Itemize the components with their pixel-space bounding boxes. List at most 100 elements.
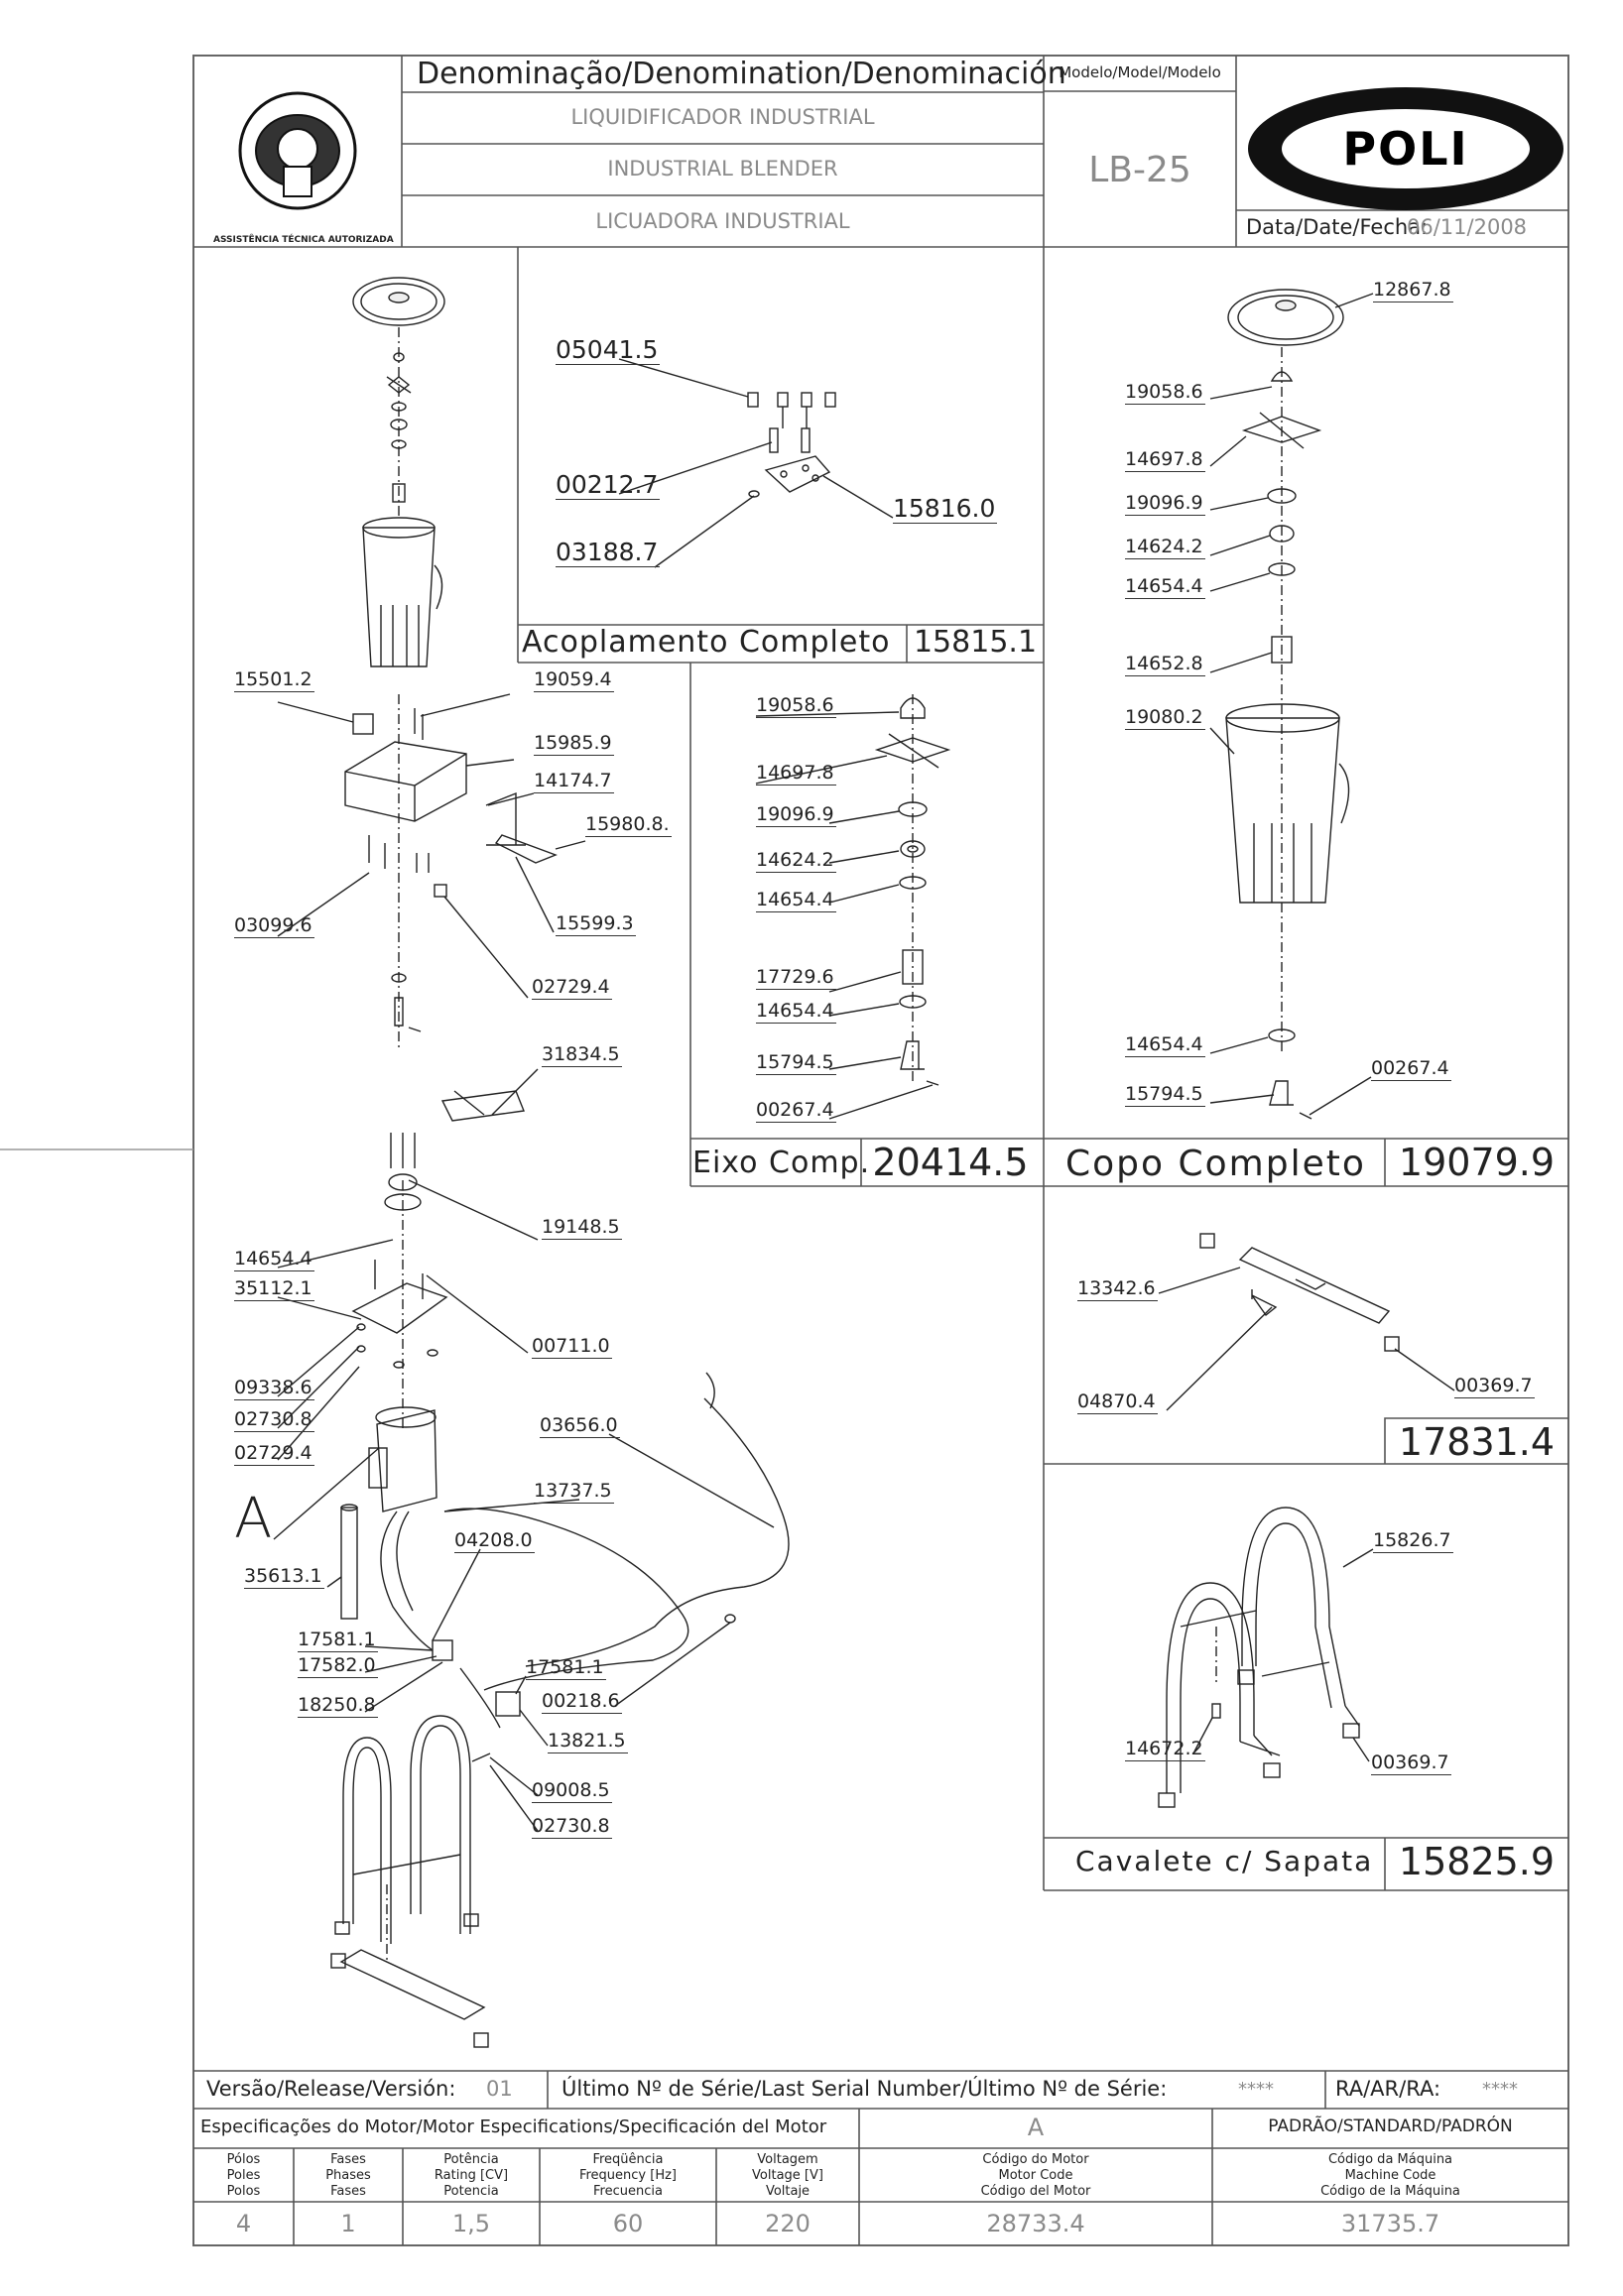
product-name-pt: LIQUIDIFICADOR INDUSTRIAL bbox=[570, 105, 875, 129]
part-label: 17582.0 bbox=[298, 1654, 378, 1678]
part-label: 14624.2 bbox=[756, 849, 836, 873]
part-label: 19096.9 bbox=[756, 803, 836, 827]
service-badge-text: ASSISTÊNCIA TÉCNICA AUTORIZADA bbox=[213, 235, 394, 245]
part-label: 03099.6 bbox=[234, 914, 314, 938]
part-label: 19059.4 bbox=[534, 668, 614, 692]
part-label: 17581.1 bbox=[526, 1656, 606, 1680]
part-label: 00369.7 bbox=[1454, 1375, 1535, 1398]
part-label: 14652.8 bbox=[1125, 653, 1205, 676]
part-label: 09338.6 bbox=[234, 1377, 314, 1400]
part-label: 35613.1 bbox=[244, 1565, 324, 1589]
assembly-name-copo: Copo Completo bbox=[1065, 1144, 1366, 1184]
part-label: 00711.0 bbox=[532, 1335, 612, 1359]
part-label: 09008.5 bbox=[532, 1779, 612, 1803]
part-label: 04870.4 bbox=[1077, 1390, 1158, 1414]
part-label: 00267.4 bbox=[756, 1099, 836, 1123]
motor-spec-label: Especificações do Motor/Motor Especifica… bbox=[200, 2116, 827, 2137]
part-label: 14654.4 bbox=[756, 889, 836, 912]
serial-value: **** bbox=[1238, 2079, 1274, 2100]
part-label: 14654.4 bbox=[1125, 1033, 1205, 1057]
part-label: 15980.8. bbox=[585, 813, 672, 837]
part-label: 00212.7 bbox=[556, 470, 661, 500]
part-label: 13821.5 bbox=[548, 1730, 628, 1753]
spec-value-frequency: 60 bbox=[612, 2210, 644, 2237]
poli-logo: POLI bbox=[1248, 87, 1563, 210]
assembly-code-base-bar: 17831.4 bbox=[1398, 1420, 1556, 1464]
part-label: 00369.7 bbox=[1371, 1752, 1451, 1775]
product-name-es: LICUADORA INDUSTRIAL bbox=[595, 209, 850, 233]
part-label: 03188.7 bbox=[556, 538, 661, 567]
motor-variant-label: A bbox=[234, 1487, 273, 1551]
assembly-code-eixo: 20414.5 bbox=[872, 1141, 1029, 1184]
part-label: 19096.9 bbox=[1125, 492, 1205, 516]
product-name-en: INDUSTRIAL BLENDER bbox=[607, 157, 838, 181]
part-label: 02729.4 bbox=[532, 976, 612, 1000]
motor-variant: A bbox=[1027, 2114, 1045, 2141]
part-label: 05041.5 bbox=[556, 335, 661, 365]
part-label: 12867.8 bbox=[1373, 279, 1453, 302]
part-label: 00267.4 bbox=[1371, 1057, 1451, 1081]
assembly-name-acoplamento: Acoplamento Completo bbox=[522, 625, 891, 660]
part-label: 04208.0 bbox=[454, 1529, 535, 1553]
service-badge bbox=[238, 91, 357, 210]
denomination-title: Denominação/Denomination/Denominación bbox=[417, 57, 1066, 91]
part-label: 14697.8 bbox=[1125, 448, 1205, 472]
part-label: 15826.7 bbox=[1373, 1529, 1453, 1553]
spec-value-rating: 1,5 bbox=[451, 2210, 491, 2237]
part-label: 14624.2 bbox=[1125, 536, 1205, 559]
part-label: 19058.6 bbox=[756, 694, 836, 718]
ra-label: RA/AR/RA: bbox=[1335, 2077, 1441, 2101]
part-label: 14672.2 bbox=[1125, 1738, 1205, 1761]
part-label: 35112.1 bbox=[234, 1277, 314, 1301]
part-label: 19058.6 bbox=[1125, 381, 1205, 405]
spec-value-voltage: 220 bbox=[765, 2210, 811, 2237]
part-label: 15985.9 bbox=[534, 732, 614, 756]
part-label: 02729.4 bbox=[234, 1442, 314, 1466]
version-value: 01 bbox=[486, 2077, 513, 2101]
assembly-code-copo: 19079.9 bbox=[1398, 1141, 1556, 1184]
part-label: 15794.5 bbox=[756, 1051, 836, 1075]
part-label: 13737.5 bbox=[534, 1480, 614, 1504]
assembly-code-acoplamento: 15815.1 bbox=[913, 625, 1038, 660]
part-label: 00218.6 bbox=[542, 1690, 622, 1714]
part-label: 15816.0 bbox=[893, 494, 998, 524]
part-label: 03656.0 bbox=[540, 1414, 620, 1438]
part-label: 15501.2 bbox=[234, 668, 314, 692]
model-label: Modelo/Model/Modelo bbox=[1059, 63, 1221, 81]
part-label: 13342.6 bbox=[1077, 1277, 1158, 1301]
spec-value-machine-code: 31735.7 bbox=[1340, 2210, 1440, 2237]
assembly-name-cavalete: Cavalete c/ Sapata bbox=[1075, 1845, 1374, 1877]
assembly-code-cavalete: 15825.9 bbox=[1398, 1840, 1556, 1883]
spec-value-poles: 4 bbox=[235, 2210, 252, 2237]
part-label: 18250.8 bbox=[298, 1694, 378, 1718]
version-label: Versão/Release/Versión: bbox=[206, 2077, 456, 2101]
ra-value: **** bbox=[1482, 2079, 1518, 2100]
part-label: 14174.7 bbox=[534, 770, 614, 793]
part-label: 02730.8 bbox=[532, 1815, 612, 1839]
spec-value-motor-code: 28733.4 bbox=[986, 2210, 1085, 2237]
date-value: 06/11/2008 bbox=[1407, 215, 1528, 239]
date-label: Data/Date/Fecha: bbox=[1246, 215, 1429, 239]
part-label: 14654.4 bbox=[234, 1248, 314, 1271]
part-label: 02730.8 bbox=[234, 1408, 314, 1432]
standard-label: PADRÃO/STANDARD/PADRÓN bbox=[1268, 2116, 1513, 2136]
part-label: 14654.4 bbox=[756, 1000, 836, 1024]
part-label: 17729.6 bbox=[756, 966, 836, 990]
part-label: 14654.4 bbox=[1125, 575, 1205, 599]
assembly-name-eixo: Eixo Comp. bbox=[692, 1146, 871, 1180]
model-value: LB-25 bbox=[1088, 150, 1191, 190]
brand-name: POLI bbox=[1282, 109, 1530, 188]
part-label: 14697.8 bbox=[756, 762, 836, 785]
spec-value-phases: 1 bbox=[340, 2210, 356, 2237]
part-label: 15794.5 bbox=[1125, 1083, 1205, 1107]
part-label: 17581.1 bbox=[298, 1629, 378, 1652]
part-label: 15599.3 bbox=[556, 912, 636, 936]
part-label: 19148.5 bbox=[542, 1216, 622, 1240]
